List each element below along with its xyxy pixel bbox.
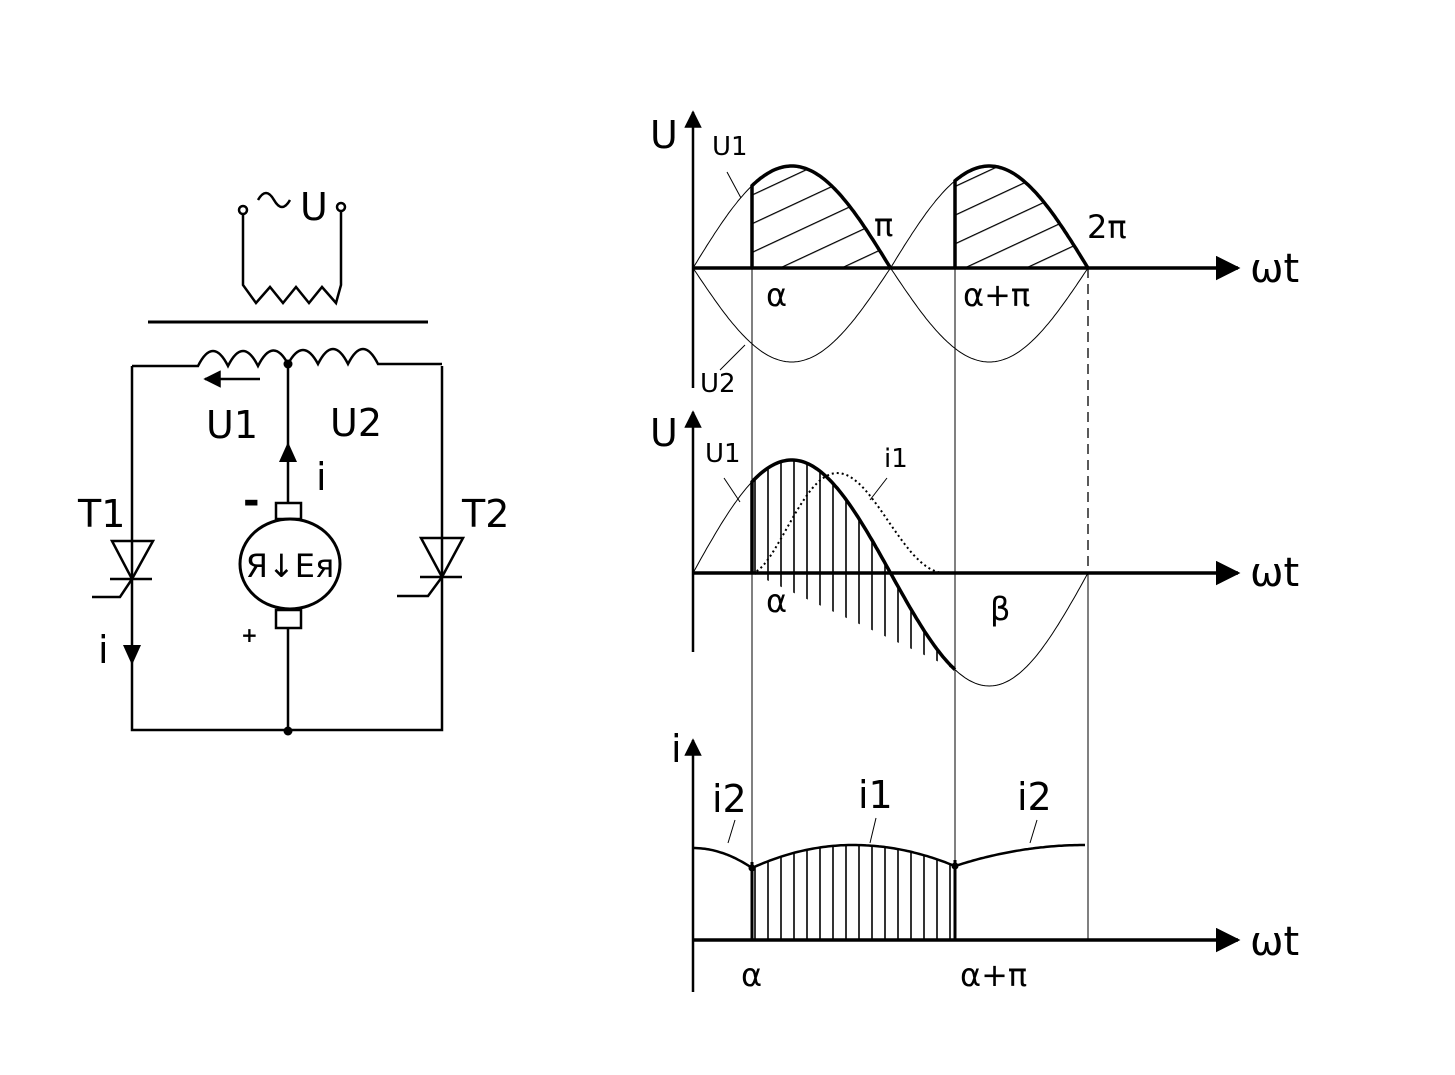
- middle-i1-leader: [869, 477, 888, 501]
- circuit: U U1 U2 i - + Я↓Eя T1 i T2: [77, 185, 509, 736]
- middle-y-label: U: [650, 411, 678, 455]
- bottom-i2-left-label: i2: [712, 777, 747, 821]
- top-pi-label: π: [874, 206, 893, 244]
- t1-label: T1: [77, 492, 125, 536]
- top-u1-leader: [726, 171, 742, 199]
- primary-winding: [241, 211, 343, 306]
- top-u2-label: U2: [700, 369, 736, 399]
- current-label-left: i: [98, 628, 109, 672]
- bottom-hatched-region: [752, 845, 955, 940]
- middle-output-segment: [750, 458, 957, 671]
- top-2pi-label: 2π: [1087, 208, 1127, 246]
- top-output-segment-2: [953, 164, 1090, 269]
- current-label: i: [316, 455, 327, 499]
- u2-label: U2: [330, 401, 382, 445]
- thyristor-t2-gate: [397, 575, 462, 598]
- source-label: U: [300, 185, 328, 229]
- thyristor-t1: [109, 539, 156, 582]
- t2-label: T2: [461, 492, 509, 536]
- top-u2-leader: [719, 344, 746, 371]
- motor-brush-top: [274, 501, 303, 521]
- top-hatched-region: [752, 166, 890, 268]
- source-terminal-right: [335, 201, 347, 213]
- thyristor-t2: [418, 536, 466, 580]
- current-up-arrow-icon: [279, 442, 297, 462]
- top-alpha-pi-label: α+π: [963, 276, 1030, 314]
- top-u1-label: U1: [712, 132, 748, 162]
- waveforms: U U1 π 2π ωt α α+π U2 U U1 i1 ωt α β i i…: [650, 110, 1299, 994]
- middle-alpha-label: α: [766, 582, 787, 620]
- bottom-i1-leader: [869, 817, 877, 844]
- source-terminal-left: [237, 204, 249, 216]
- middle-u1-label: U1: [705, 439, 741, 469]
- plus-label: +: [241, 623, 258, 647]
- minus-label: -: [243, 478, 260, 524]
- middle-x-label: ωt: [1250, 550, 1299, 596]
- u1-label: U1: [206, 403, 258, 447]
- bottom-i1-label: i1: [858, 773, 893, 817]
- thyristor-t1-gate: [92, 577, 152, 599]
- motor-brush-bottom: [274, 608, 303, 630]
- top-x-label: ωt: [1250, 246, 1299, 292]
- ac-tilde-icon: [256, 191, 292, 209]
- middle-beta-label: β: [990, 590, 1010, 628]
- bottom-node: [283, 726, 293, 736]
- bottom-current-curve: [693, 843, 1085, 870]
- top-y-label: U: [650, 113, 678, 157]
- bottom-alpha-pi-label: α+π: [960, 956, 1027, 994]
- top-alpha-label: α: [766, 276, 787, 314]
- bottom-i2-right-leader: [1029, 819, 1038, 844]
- top-hatched-region-2: [955, 166, 1088, 268]
- bottom-i2-right-label: i2: [1017, 775, 1052, 819]
- current-down-arrow-icon: [123, 645, 141, 665]
- bottom-x-label: ωt: [1250, 919, 1299, 965]
- middle-i1-label: i1: [884, 444, 908, 474]
- bottom-y-label: i: [671, 727, 682, 771]
- motor-label: Я↓Eя: [246, 547, 335, 585]
- bottom-alpha-label: α: [741, 956, 762, 994]
- middle-u1-leader: [723, 477, 741, 503]
- middle-hatched-region: [752, 460, 955, 670]
- bottom-i2-left-leader: [727, 819, 736, 844]
- top-output-segment-1: [750, 164, 892, 269]
